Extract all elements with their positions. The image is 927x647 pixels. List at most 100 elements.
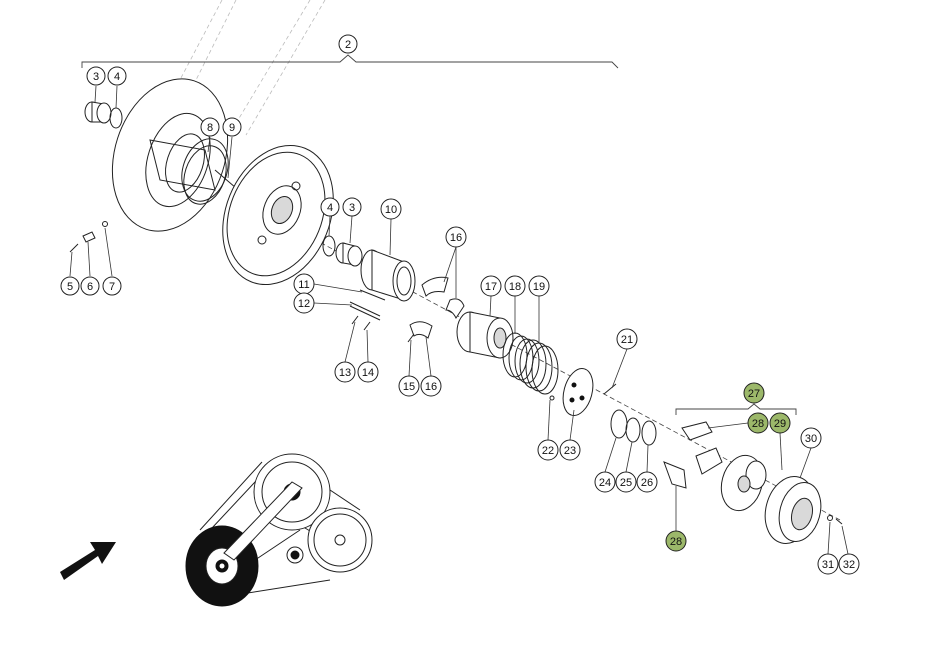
ring-part-26 xyxy=(641,420,657,446)
bracket-item-27 xyxy=(675,403,797,415)
callout-2: 2 xyxy=(338,34,358,54)
ring-part-24 xyxy=(610,409,628,439)
callout-label: 4 xyxy=(327,202,333,214)
callout-label: 22 xyxy=(542,445,554,457)
callout-label: 28 xyxy=(670,536,682,548)
callout-9: 9 xyxy=(222,117,242,137)
pin-part-5 xyxy=(69,243,79,253)
ball-part-7 xyxy=(102,221,108,227)
callout-22: 22 xyxy=(537,439,559,461)
callout-label: 21 xyxy=(621,334,633,346)
screw-part-22 xyxy=(549,395,555,401)
callout-24: 24 xyxy=(594,471,616,493)
callout-16b: 16 xyxy=(420,375,442,397)
callout-label: 32 xyxy=(843,559,855,571)
callout-29: 29 xyxy=(769,412,791,434)
callout-label: 19 xyxy=(533,281,545,293)
pin-part-13 xyxy=(351,315,359,325)
bracket-item-2 xyxy=(81,54,619,69)
callout-label: 11 xyxy=(298,279,309,291)
callout-17: 17 xyxy=(480,275,502,297)
spring-part-19 xyxy=(519,339,559,395)
sleeve-part-10 xyxy=(360,249,416,302)
shoe-part-16a xyxy=(421,276,449,297)
callout-31: 31 xyxy=(817,553,839,575)
callout-4b: 4 xyxy=(320,197,340,217)
movable-pulley-half xyxy=(222,144,334,286)
callout-label: 31 xyxy=(822,559,834,571)
belt-drive-inset xyxy=(185,453,373,607)
callout-28a: 28 xyxy=(747,412,769,434)
seal-ring-part-8 xyxy=(183,145,227,205)
pin-part-9 xyxy=(214,169,237,189)
callout-label: 27 xyxy=(748,388,760,400)
callout-label: 24 xyxy=(599,477,611,489)
callout-30: 30 xyxy=(800,427,822,449)
callout-label: 3 xyxy=(349,202,355,214)
drive-pulley-disc xyxy=(111,78,229,232)
callout-label: 3 xyxy=(93,71,99,83)
callout-label: 2 xyxy=(345,39,351,51)
callout-label: 23 xyxy=(564,445,576,457)
shoe-part-16b xyxy=(445,298,465,319)
callout-label: 13 xyxy=(339,367,351,379)
callout-label: 6 xyxy=(87,281,93,293)
callout-label: 17 xyxy=(485,281,497,293)
pin-part-11 xyxy=(359,289,386,301)
callout-15: 15 xyxy=(398,375,420,397)
callout-6: 6 xyxy=(80,276,100,296)
callout-label: 5 xyxy=(67,281,73,293)
callout-23: 23 xyxy=(559,439,581,461)
callout-label: 29 xyxy=(774,418,786,430)
callout-label: 25 xyxy=(620,477,632,489)
cam-part xyxy=(695,447,723,475)
clutch-drum-part-30 xyxy=(764,476,822,544)
callout-label: 30 xyxy=(805,433,817,445)
key-part-6 xyxy=(82,231,96,243)
callout-16a: 16 xyxy=(445,226,467,248)
ring-part-4b xyxy=(322,235,336,257)
callout-3: 3 xyxy=(86,66,106,86)
hub-part-17 xyxy=(456,311,514,359)
pin-part-12b xyxy=(349,305,381,321)
bushing-part-3b xyxy=(335,242,363,267)
callout-label: 12 xyxy=(298,298,310,310)
callout-label: 14 xyxy=(362,367,374,379)
ring-part-25 xyxy=(625,417,641,443)
washer-part-31 xyxy=(827,515,833,521)
callout-label: 15 xyxy=(403,381,415,393)
callout-12: 12 xyxy=(293,292,315,314)
callout-25: 25 xyxy=(615,471,637,493)
callout-label: 9 xyxy=(229,122,235,134)
screw-part-21 xyxy=(603,383,617,395)
callout-10: 10 xyxy=(380,198,402,220)
callout-label: 16 xyxy=(425,381,437,393)
callout-label: 28 xyxy=(752,418,764,430)
callout-28b: 28 xyxy=(665,530,687,552)
callout-32: 32 xyxy=(838,553,860,575)
callout-label: 18 xyxy=(509,281,521,293)
weight-part-28a xyxy=(681,421,713,441)
bolt-part-32 xyxy=(835,518,843,525)
callout-label: 26 xyxy=(641,477,653,489)
callout-label: 7 xyxy=(109,281,115,293)
weight-part-28b xyxy=(663,461,687,489)
callout-4: 4 xyxy=(107,66,127,86)
pin-part-14 xyxy=(363,321,371,331)
callout-label: 16 xyxy=(450,232,462,244)
callout-26: 26 xyxy=(636,471,658,493)
callout-label: 10 xyxy=(385,204,397,216)
direction-arrow-icon xyxy=(60,542,116,580)
callout-21: 21 xyxy=(616,328,638,350)
ring-part-4 xyxy=(109,107,123,129)
pin-part-15 xyxy=(407,333,415,343)
bushing-part-3 xyxy=(84,101,112,124)
callout-14: 14 xyxy=(357,361,379,383)
callout-27: 27 xyxy=(743,382,765,404)
callout-19: 19 xyxy=(528,275,550,297)
shoe-part-16c xyxy=(409,321,433,339)
callout-5: 5 xyxy=(60,276,80,296)
spring-plate-part-23 xyxy=(562,368,594,416)
callout-3b: 3 xyxy=(342,197,362,217)
